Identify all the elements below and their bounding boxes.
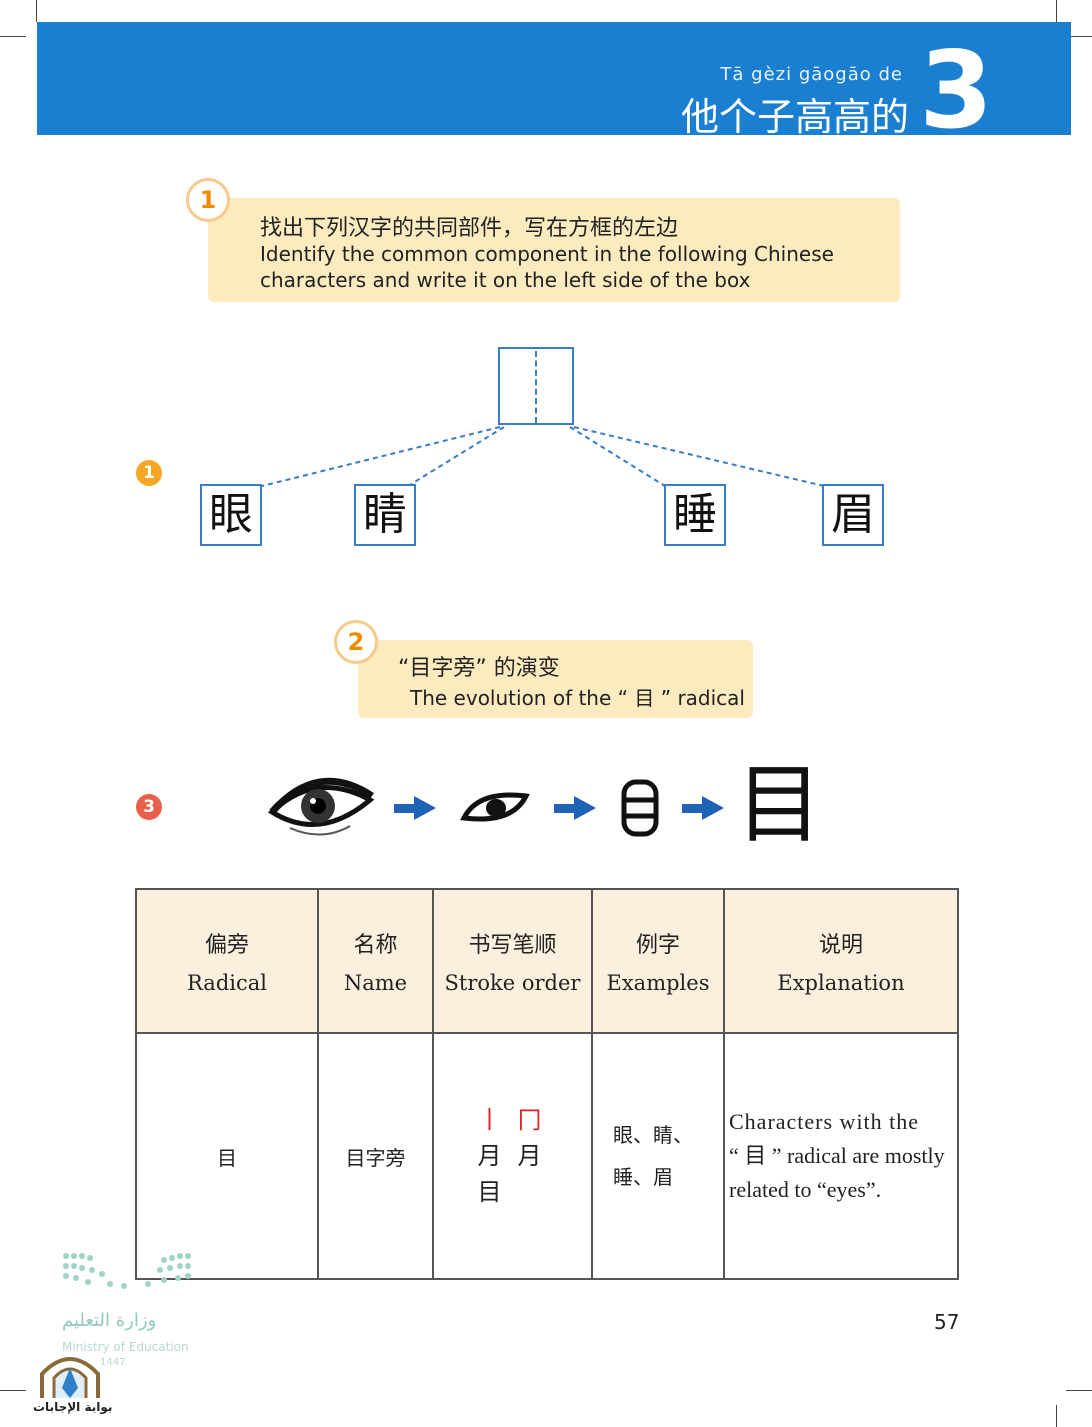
- crop-mark: [0, 1390, 26, 1391]
- crop-mark: [1056, 0, 1057, 22]
- activity1-instruction-box: 找出下列汉字的共同部件，写在方框的左边 Identify the common …: [208, 198, 900, 302]
- header-explanation: 说明 Explanation: [723, 888, 959, 1034]
- activity1-instruction-en-line1: Identify the common component in the fol…: [260, 242, 834, 266]
- modern-mu-character: 目: [736, 755, 822, 855]
- char-box-shui: 睡: [664, 484, 726, 546]
- activity1-instruction-en-line2: characters and write it on the left side…: [260, 268, 751, 292]
- ministry-name-ar: وزارة التعليم: [62, 1310, 157, 1331]
- lesson-title-pinyin: Tā gèzi gāogāo de: [720, 64, 903, 85]
- arrow-right-icon: [394, 796, 436, 820]
- crop-mark: [1066, 1390, 1092, 1391]
- bullet-1: 1: [136, 460, 162, 486]
- crop-mark: [0, 36, 26, 37]
- cell-radical: 目: [135, 1032, 319, 1280]
- bullet-3: 3: [136, 794, 162, 820]
- page-number: 57: [934, 1310, 960, 1334]
- activity2-instruction-box: “目字旁” 的演变 The evolution of the “ 目 ” rad…: [358, 640, 753, 718]
- site-label: بوابة الإجابات: [33, 1400, 113, 1414]
- header-stroke-order: 书写笔顺 Stroke order: [432, 888, 593, 1034]
- cell-examples: 眼、睛、 睡、眉: [591, 1032, 725, 1280]
- activity2-number-badge: 2: [334, 620, 378, 664]
- table-row: 目 目字旁 丨冂 月月 目 眼、睛、 睡、眉 Characters with t…: [135, 1032, 959, 1280]
- char-box-jing: 睛: [354, 484, 416, 546]
- crop-mark: [1056, 1405, 1057, 1427]
- arrow-right-icon: [682, 796, 724, 820]
- gate-logo-icon: [40, 1357, 100, 1398]
- ministry-year: 1447: [100, 1357, 126, 1368]
- char-box-mei: 眉: [822, 484, 884, 546]
- cell-stroke-order: 丨冂 月月 目: [432, 1032, 593, 1280]
- ministry-name-en: Ministry of Education: [62, 1340, 189, 1354]
- lesson-number: 3: [919, 29, 993, 152]
- cell-name: 目字旁: [317, 1032, 434, 1280]
- cell-explanation: Characters with the “ 目 ” radical are mo…: [723, 1032, 959, 1280]
- header-radical: 偏旁 Radical: [135, 888, 319, 1034]
- activity1-number-badge: 1: [186, 178, 230, 222]
- crop-mark: [36, 0, 37, 22]
- activity2-title-cn: “目字旁” 的演变: [398, 656, 560, 681]
- arrow-right-icon: [554, 796, 596, 820]
- eye-icon: [267, 777, 375, 836]
- header-name: 名称 Name: [317, 888, 434, 1034]
- table-header-row: 偏旁 Radical 名称 Name 书写笔顺 Stroke order 例字 …: [135, 888, 959, 1034]
- crop-mark: [1066, 36, 1092, 37]
- ancient-mu-glyph-icon: [621, 779, 659, 837]
- ministry-logo-icon: [63, 1253, 191, 1289]
- lesson-header: Tā gèzi gāogāo de 他个子高高的 3: [37, 22, 1071, 144]
- eye-pictograph-icon: [460, 792, 530, 822]
- header-examples: 例字 Examples: [591, 888, 725, 1034]
- answer-box[interactable]: [498, 347, 574, 425]
- answer-box-divider: [535, 351, 537, 423]
- stroke-order-grid: 丨冂 月月 目: [477, 1106, 542, 1206]
- activity2-title-en: The evolution of the “ 目 ” radical: [410, 686, 745, 710]
- lesson-title: 他个子高高的: [680, 95, 909, 139]
- radical-table: 偏旁 Radical 名称 Name 书写笔顺 Stroke order 例字 …: [135, 888, 959, 1280]
- char-box-yan: 眼: [200, 484, 262, 546]
- activity1-instruction-cn: 找出下列汉字的共同部件，写在方框的左边: [260, 216, 679, 241]
